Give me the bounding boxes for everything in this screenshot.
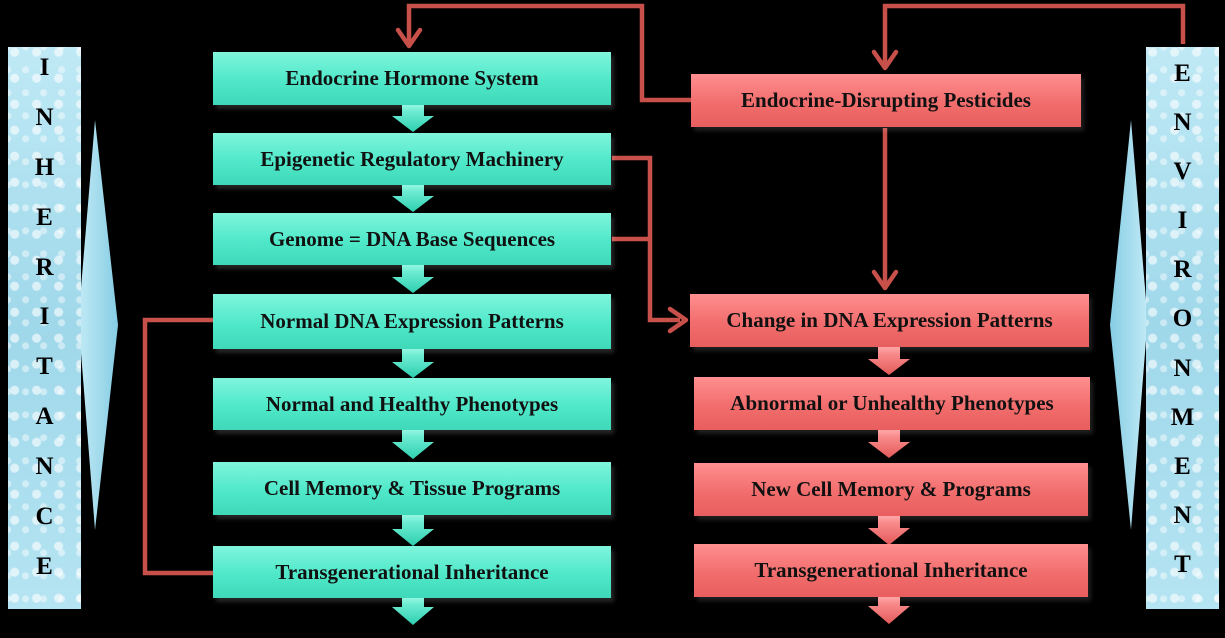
inheritance-pointer (80, 120, 118, 530)
environment-letter: E (1174, 452, 1191, 480)
connector-arrowheads (395, 27, 899, 334)
connector-lines (142, 3, 1186, 576)
red-flow-arrows (868, 347, 910, 624)
inheritance-letter: A (35, 403, 54, 431)
inheritance-letter: H (34, 153, 55, 181)
inheritance-letter: C (35, 503, 54, 531)
genome-box: Genome = DNA Base Sequences (213, 213, 611, 265)
changed-dna-expression-box: Change in DNA Expression Patterns (690, 294, 1089, 347)
endocrine-hormone-system-box: Endocrine Hormone System (213, 52, 611, 105)
environment-letter: I (1177, 207, 1188, 235)
inheritance-letter: E (36, 552, 53, 580)
pesticides-box: Endocrine-Disrupting Pesticides (691, 74, 1081, 127)
disrupted-transgenerational-box: Transgenerational Inheritance (694, 544, 1088, 597)
inheritance-letter: N (35, 103, 54, 131)
normal-dna-expression-box: Normal DNA Expression Patterns (213, 294, 611, 349)
inheritance-letter: I (39, 54, 50, 81)
environment-letter: M (1170, 403, 1195, 431)
environment-letter: N (1173, 501, 1192, 529)
normal-transgenerational-box: Transgenerational Inheritance (213, 546, 611, 598)
environment-letter: O (1172, 305, 1193, 333)
inheritance-letter: N (35, 453, 54, 481)
environment-letter: R (1173, 256, 1192, 284)
green-flow-arrows (392, 105, 434, 625)
normal-phenotypes-box: Normal and Healthy Phenotypes (213, 378, 611, 430)
cell-memory-box: Cell Memory & Tissue Programs (213, 462, 611, 515)
epigenetic-machinery-box: Epigenetic Regulatory Machinery (213, 133, 611, 185)
environment-pointer (1110, 120, 1146, 530)
new-cell-memory-box: New Cell Memory & Programs (694, 463, 1088, 516)
environment-letter: E (1174, 60, 1191, 87)
environment-letter: V (1173, 158, 1192, 186)
abnormal-phenotypes-box: Abnormal or Unhealthy Phenotypes (694, 377, 1090, 430)
environment-letter: T (1174, 550, 1191, 578)
inheritance-letter: T (36, 353, 53, 381)
environment-letter: N (1173, 109, 1192, 137)
inheritance-letter: R (35, 253, 54, 281)
environment-letter: N (1173, 354, 1192, 382)
inheritance-letter: I (39, 303, 50, 331)
inheritance-letter: E (36, 203, 53, 231)
